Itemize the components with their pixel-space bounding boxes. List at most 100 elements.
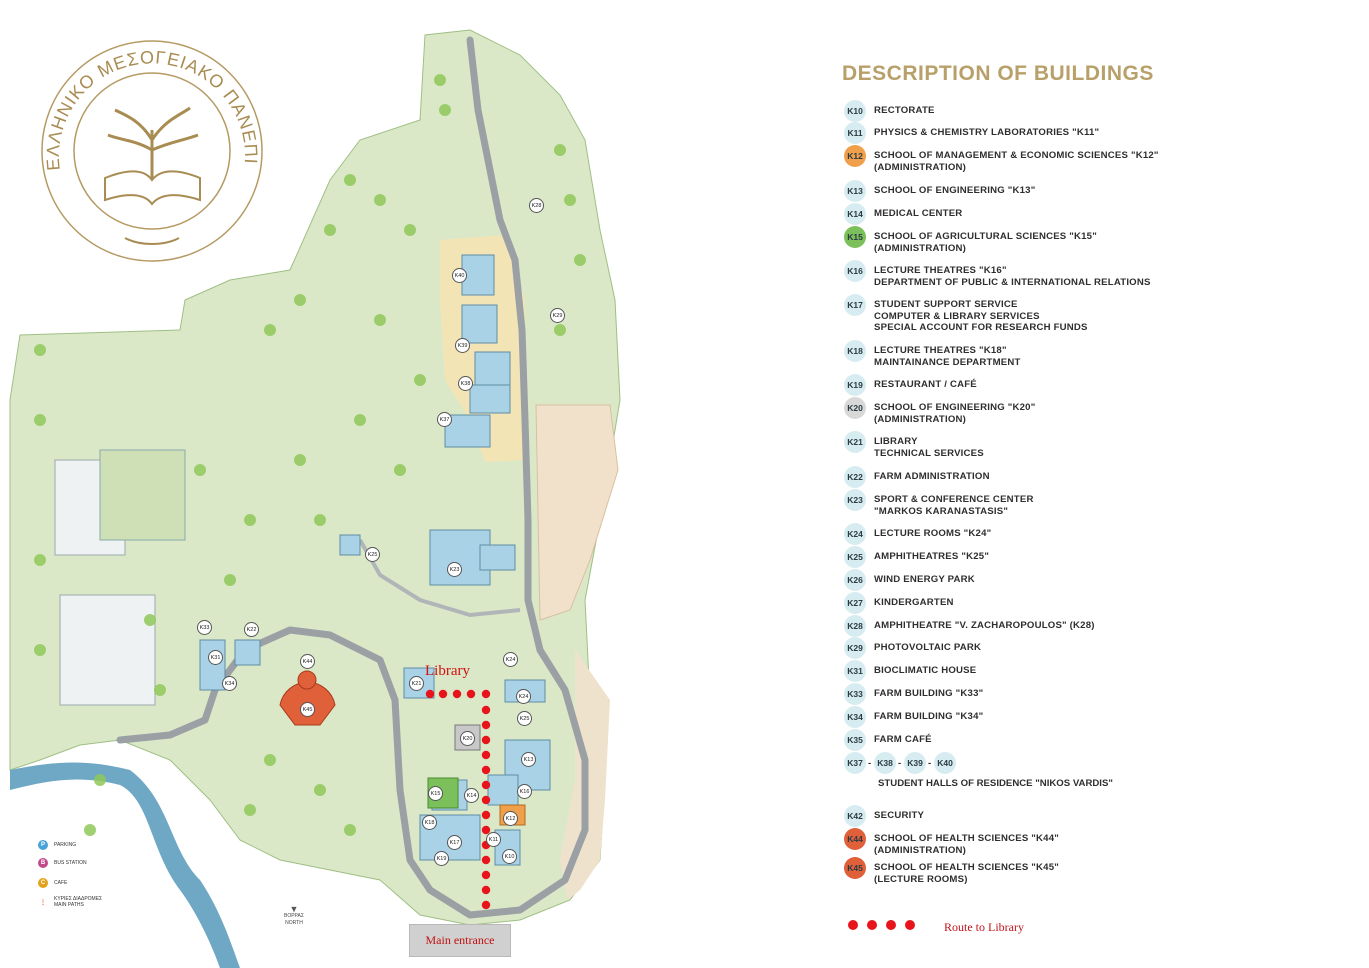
cafe-icon: C xyxy=(38,878,48,888)
building-description: SCHOOL OF ENGINEERING "K20"(ADMINISTRATI… xyxy=(874,397,1035,425)
residence-label: STUDENT HALLS OF RESIDENCE "NIKOS VARDIS… xyxy=(878,778,1113,789)
route-dot xyxy=(481,810,491,820)
route-dot xyxy=(481,855,491,865)
field-east xyxy=(535,404,619,621)
map-legend-parking: P PARKING xyxy=(38,840,76,850)
route-dot xyxy=(481,720,491,730)
building-code-badge: K26 xyxy=(844,569,866,591)
residence-code-k40: K40 xyxy=(934,752,956,774)
map-tag-k22: K22 xyxy=(244,622,259,637)
building-description-line: WIND ENERGY PARK xyxy=(874,574,975,585)
building-code-badge: K17 xyxy=(844,294,866,316)
building-description-line: AMPHITHEATRE "V. ZACHAROPOULOS" (K28) xyxy=(874,620,1095,631)
map-legend-cafe: C CAFE xyxy=(38,878,67,888)
map-tag-k29: K28 xyxy=(529,198,544,213)
building-description: MEDICAL CENTER xyxy=(874,203,962,220)
map-tag-k13: K13 xyxy=(521,752,536,767)
map-tag-k18: K18 xyxy=(422,815,437,830)
map-tag-k24: K24 xyxy=(516,689,531,704)
route-dot xyxy=(466,689,476,699)
building-description-line: FARM BUILDING "K34" xyxy=(874,711,984,722)
building-description-line: FARM BUILDING "K33" xyxy=(874,688,984,699)
building-description: LECTURE THEATRES "K18"MAINTAINANCE DEPAR… xyxy=(874,340,1021,368)
residence-code-k38: K38 xyxy=(874,752,896,774)
building-description-line: STUDENT SUPPORT SERVICE xyxy=(874,299,1018,310)
building-description-line: BIOCLIMATIC HOUSE xyxy=(874,665,977,676)
map-tag-k11: K11 xyxy=(486,832,501,847)
building-description-line: DEPARTMENT OF PUBLIC & INTERNATIONAL REL… xyxy=(874,276,1151,288)
north-arrow-icon: ▼ xyxy=(289,904,299,914)
building-code-badge: K12 xyxy=(844,145,866,167)
building-description: SECURITY xyxy=(874,805,924,822)
building-code-badge: K24 xyxy=(844,523,866,545)
route-dot xyxy=(438,689,448,699)
building-item-k15: K15 SCHOOL OF AGRICULTURAL SCIENCES "K15"… xyxy=(844,226,1097,254)
residence-sep-2: - xyxy=(898,758,902,769)
building-description-line: SCHOOL OF HEALTH SCIENCES "K44" xyxy=(874,833,1059,844)
building-description-line: FARM CAFÉ xyxy=(874,734,932,745)
building-description-line: LIBRARY xyxy=(874,436,918,447)
building-code-badge: K15 xyxy=(844,226,866,248)
building-description: SCHOOL OF MANAGEMENT & ECONOMIC SCIENCES… xyxy=(874,145,1159,173)
north-label-gr: ΒΟΡΡΑΣ xyxy=(284,913,304,919)
building-code-badge: K23 xyxy=(844,489,866,511)
map-tag-k35: K34 xyxy=(222,676,237,691)
building-code-badge: K14 xyxy=(844,203,866,225)
map-tag-k25: K25 xyxy=(517,711,532,726)
building-description: AMPHITHEATRES "K25" xyxy=(874,546,989,563)
building-description-line: KINDERGARTEN xyxy=(874,597,954,608)
building-description-line: (ADMINISTRATION) xyxy=(874,413,967,425)
building-description: BIOCLIMATIC HOUSE xyxy=(874,660,976,677)
route-legend-label: Route to Library xyxy=(944,920,1024,934)
university-logo: ΕΛΛΗΝΙΚΟ ΜΕΣΟΓΕΙΑΚΟ ΠΑΝΕΠΙΣΤΗΜΙΟ xyxy=(0,0,263,262)
building-code-badge: K35 xyxy=(844,729,866,751)
building-code-badge: K19 xyxy=(844,374,866,396)
map-tag-k14: K14 xyxy=(464,788,479,803)
building-description-line: (LECTURE ROOMS) xyxy=(874,873,968,885)
building-code-badge: K13 xyxy=(844,180,866,202)
building-description-line: PHOTOVOLTAIC PARK xyxy=(874,642,982,653)
route-to-library xyxy=(425,689,491,910)
building-code-badge: K29 xyxy=(844,637,866,659)
building-code-badge: K25 xyxy=(844,546,866,568)
building-code-badge: K44 xyxy=(844,828,866,850)
building-description: WIND ENERGY PARK xyxy=(874,569,975,586)
building-description: SCHOOL OF HEALTH SCIENCES "K45"(LECTURE … xyxy=(874,857,1059,885)
building-description-line: SCHOOL OF MANAGEMENT & ECONOMIC SCIENCES… xyxy=(874,150,1159,161)
campus-map: ΕΛΛΗΝΙΚΟ ΜΕΣΟΓΕΙΑΚΟ ΠΑΝΕΠΙΣΤΗΜΙΟ xyxy=(0,0,621,968)
building-item-k35: K35 FARM CAFÉ xyxy=(844,729,932,751)
map-tag-k16: K16 xyxy=(517,784,532,799)
building-item-k22: K22 FARM ADMINISTRATION xyxy=(844,466,990,488)
farm-field xyxy=(99,449,186,541)
route-dot xyxy=(481,750,491,760)
building-description-line: MAINTAINANCE DEPARTMENT xyxy=(874,356,1021,368)
map-tag-k40: K40 xyxy=(452,268,467,283)
map-tag-k44: K44 xyxy=(300,654,315,669)
building-description-line: (ADMINISTRATION) xyxy=(874,844,967,856)
library-label: Library xyxy=(425,663,470,679)
building-description-line: SCHOOL OF AGRICULTURAL SCIENCES "K15" xyxy=(874,231,1097,242)
map-tag-k27: K25 xyxy=(365,547,380,562)
map-tag-k31: K29 xyxy=(550,308,565,323)
building-description: RECTORATE xyxy=(874,100,935,117)
north-indicator: ▼ ΒΟΡΡΑΣ NORTH xyxy=(284,904,304,927)
description-title: DESCRIPTION OF BUILDINGS xyxy=(842,62,1154,85)
route-dot xyxy=(425,689,435,699)
map-tag-k28: K24 xyxy=(503,652,518,667)
building-code-badge: K10 xyxy=(844,100,866,122)
map-tag-k37: K37 xyxy=(437,412,452,427)
route-dot xyxy=(481,689,491,699)
building-code-badge: K16 xyxy=(844,260,866,282)
route-dot xyxy=(481,780,491,790)
main-path-icon: ⋮ xyxy=(40,899,46,906)
route-legend-dots xyxy=(848,920,924,930)
building-description: KINDERGARTEN xyxy=(874,592,954,609)
building-description-line: SCHOOL OF HEALTH SCIENCES "K45" xyxy=(874,862,1059,873)
